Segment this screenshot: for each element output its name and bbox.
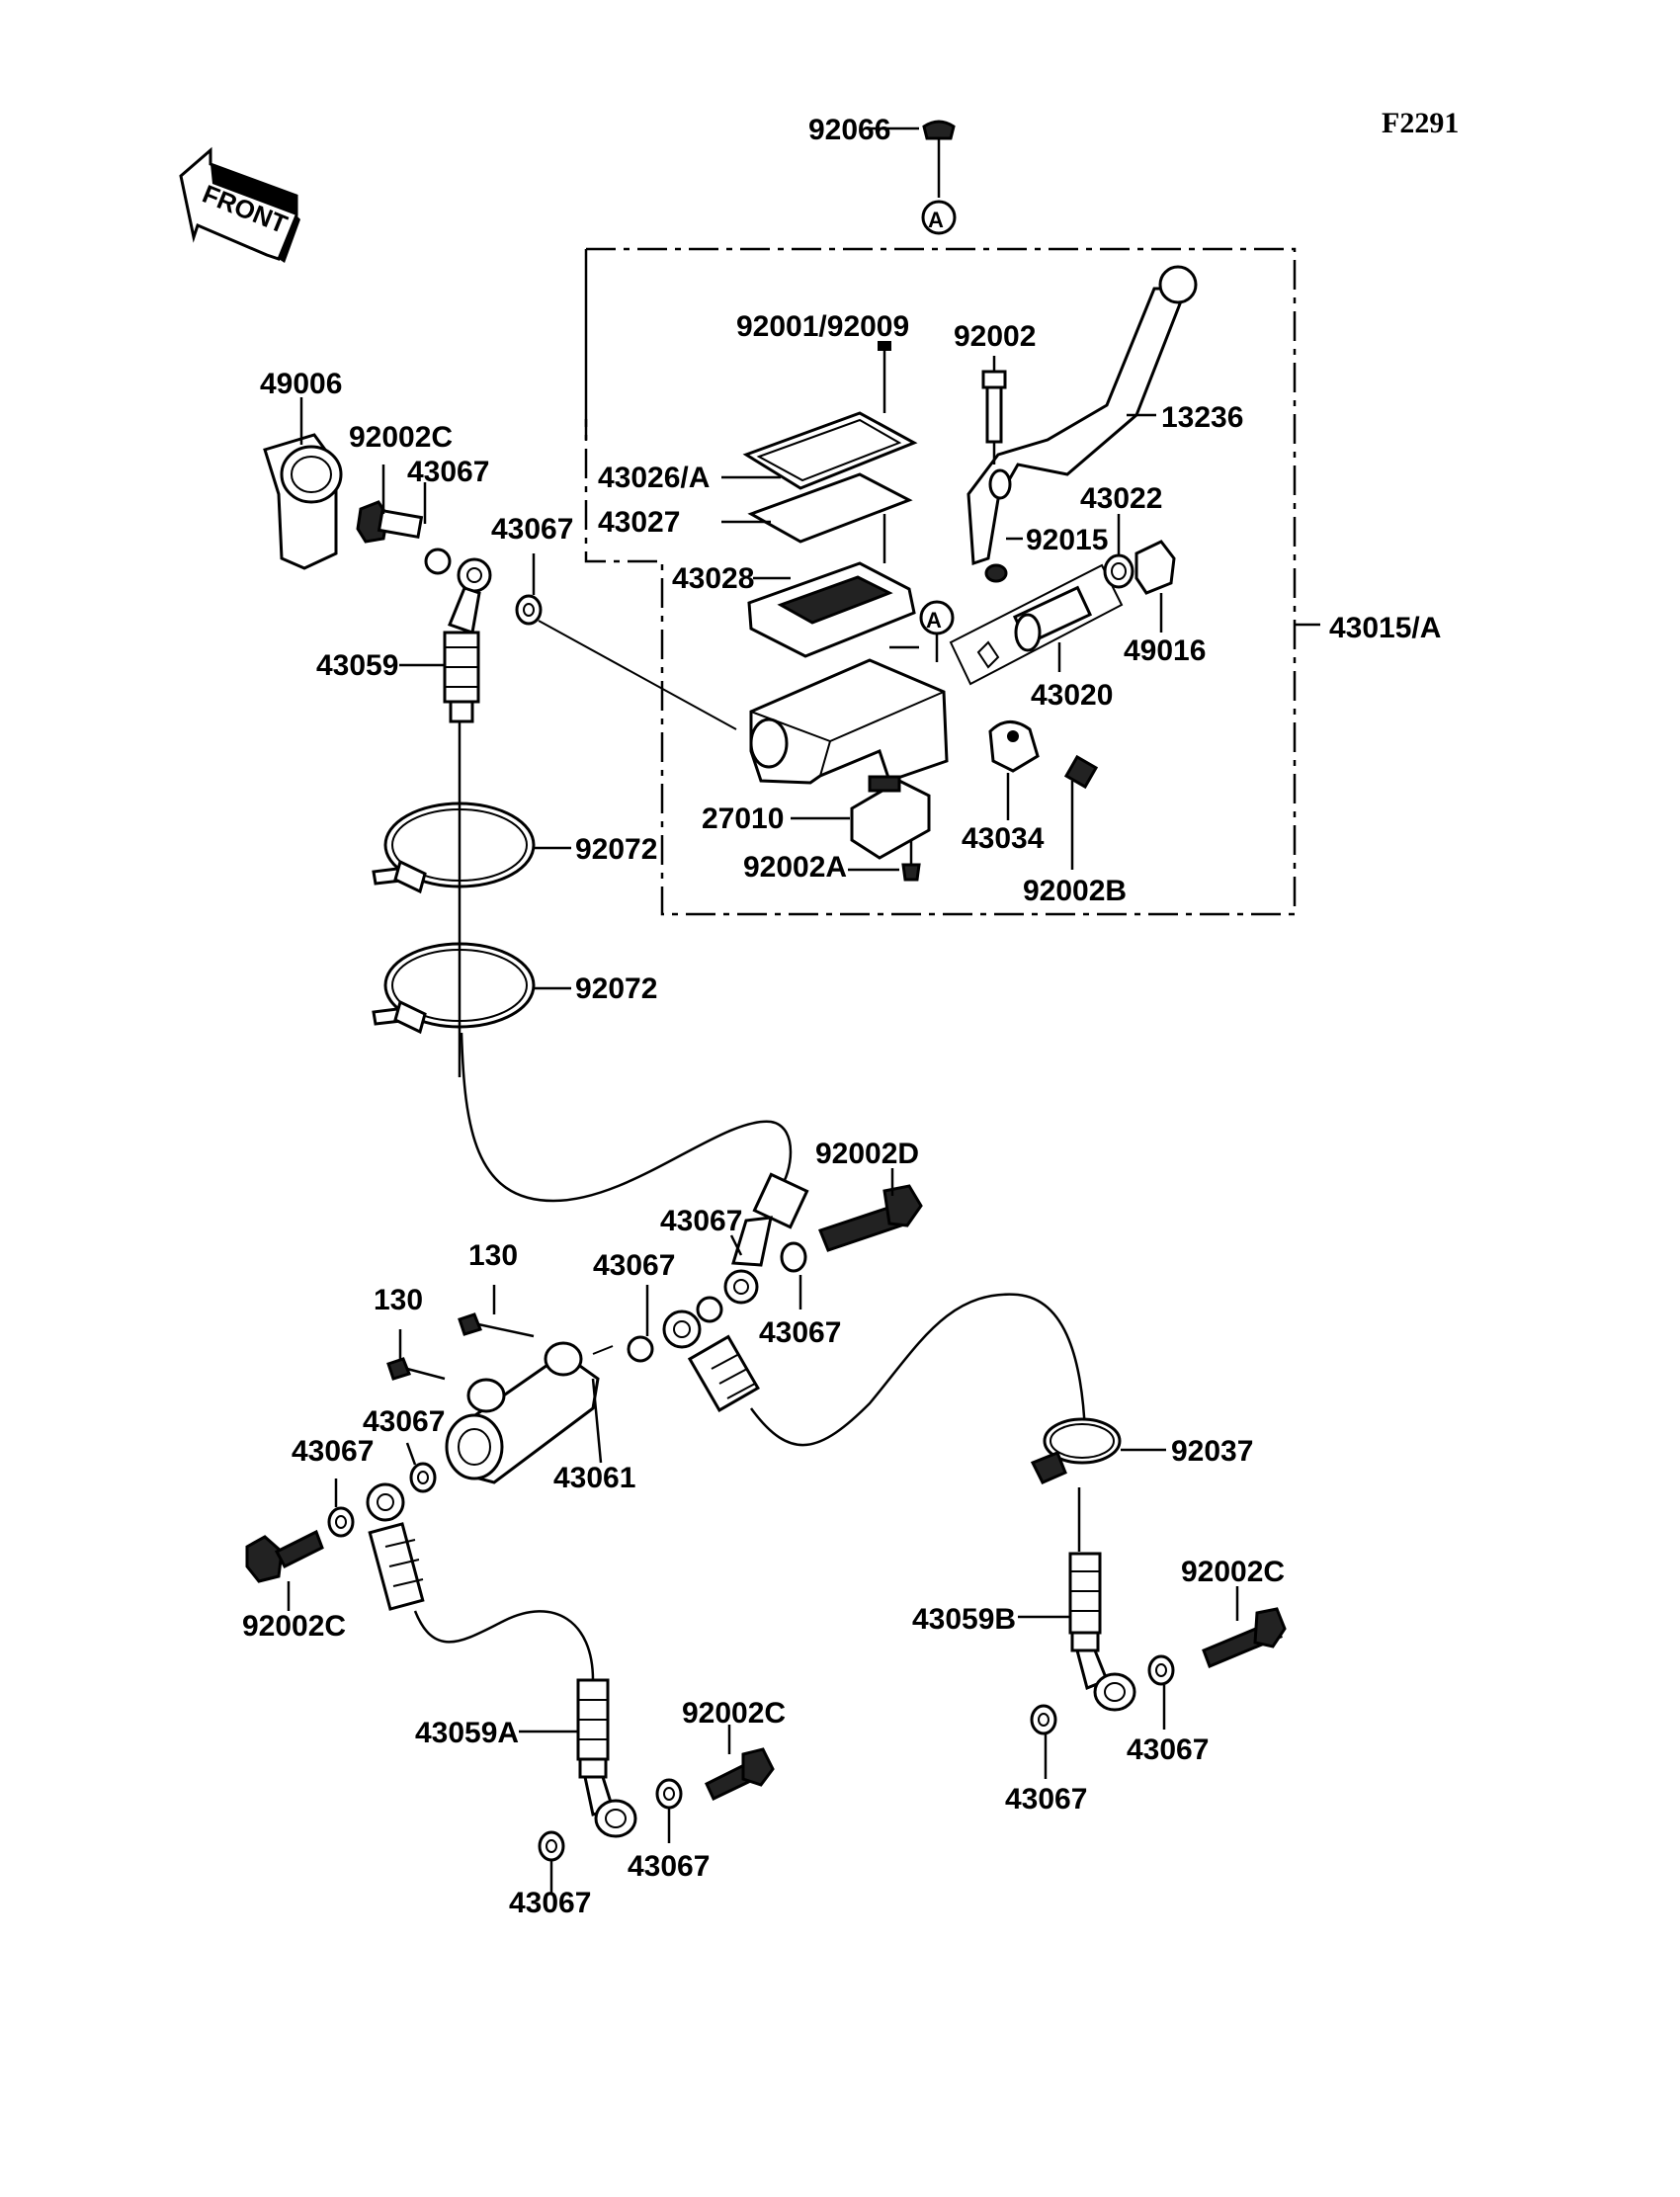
label-43067-k: 43067 <box>509 1887 591 1919</box>
lever-13236 <box>966 265 1198 583</box>
hose-43059B <box>1018 1552 1287 1779</box>
label-92072-b: 92072 <box>575 972 657 1005</box>
label-92002C-left: 92002C <box>242 1610 346 1643</box>
label-27010: 27010 <box>702 803 784 835</box>
holder-43034 <box>988 720 1099 870</box>
label-49006: 49006 <box>260 368 342 400</box>
label-43067-b: 43067 <box>491 513 573 546</box>
piston-kit-43020 <box>949 514 1176 686</box>
label-92002A: 92002A <box>743 851 847 884</box>
label-130-a: 130 <box>468 1239 518 1272</box>
label-43026A: 43026/A <box>598 462 710 494</box>
reference-marker-icon <box>921 200 957 235</box>
label-92002D: 92002D <box>815 1138 919 1170</box>
label-92002C-bottom: 92002C <box>682 1697 786 1730</box>
label-43067-e: 43067 <box>759 1316 841 1349</box>
label-43067-h: 43067 <box>1127 1733 1209 1766</box>
label-92002C-top: 92002C <box>349 421 453 454</box>
label-92002C-right: 92002C <box>1181 1556 1285 1588</box>
label-92037: 92037 <box>1171 1435 1253 1468</box>
label-92001-92009: 92001/92009 <box>736 310 909 343</box>
label-43067-j: 43067 <box>628 1850 710 1883</box>
label-13236: 13236 <box>1161 401 1243 434</box>
clamps-92072 <box>372 721 571 1077</box>
fitting-92002D <box>696 1168 923 1323</box>
boot-49006 <box>263 397 343 570</box>
diagram-code: F2291 <box>1382 107 1459 139</box>
label-92066: 92066 <box>808 114 890 146</box>
assembly-box <box>584 247 1320 916</box>
lower-left-fittings <box>245 1442 595 1681</box>
label-43015A: 43015/A <box>1329 612 1441 644</box>
label-130-b: 130 <box>374 1284 423 1316</box>
label-43034: 43034 <box>962 822 1045 855</box>
slave-cylinder-43061 <box>386 1285 614 1484</box>
label-92015: 92015 <box>1026 524 1108 556</box>
hose-43059A <box>519 1678 775 1893</box>
label-92002B: 92002B <box>1023 875 1127 907</box>
label-92002: 92002 <box>954 320 1036 353</box>
front-arrow-icon: FRONT <box>179 146 300 263</box>
label-43067-c: 43067 <box>660 1205 742 1237</box>
label-49016: 49016 <box>1124 634 1206 667</box>
label-43067-a: 43067 <box>407 456 489 488</box>
reservoir-parts: A <box>721 341 955 785</box>
marker-a-top: A <box>928 208 944 232</box>
label-43027: 43027 <box>598 506 680 539</box>
label-43022: 43022 <box>1080 482 1162 515</box>
label-43059A: 43059A <box>415 1717 519 1749</box>
clamp-92037 <box>1030 1417 1166 1552</box>
cap-92066: A <box>870 120 957 235</box>
label-43067-f: 43067 <box>363 1405 445 1438</box>
label-92072-a: 92072 <box>575 833 657 866</box>
main-hose <box>460 1032 793 1203</box>
label-43061: 43061 <box>553 1462 635 1494</box>
upper-hose-43059 <box>356 465 737 730</box>
middle-banjo <box>627 1285 1087 1447</box>
label-43059B: 43059B <box>912 1603 1016 1636</box>
label-43067-i: 43067 <box>1005 1783 1087 1816</box>
label-43067-g: 43067 <box>292 1435 374 1468</box>
marker-a-body: A <box>926 608 942 633</box>
label-43020: 43020 <box>1031 679 1113 712</box>
label-43028: 43028 <box>672 562 754 595</box>
switch-27010 <box>791 775 931 882</box>
label-43059: 43059 <box>316 649 398 682</box>
label-43067-d: 43067 <box>593 1249 675 1282</box>
